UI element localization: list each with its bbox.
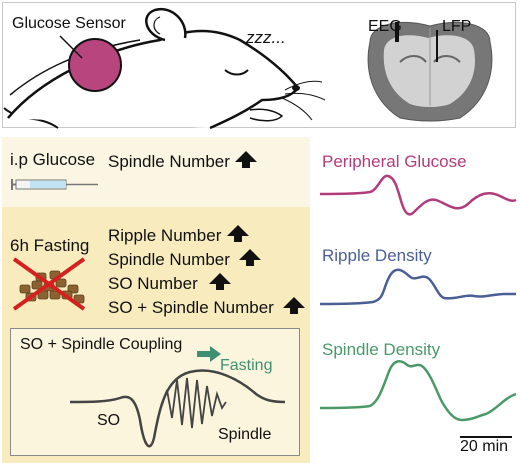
sleep-zzz-label: zzz... [246,28,286,47]
so-spindle-waveform [69,369,286,448]
glucose-sensor-label: Glucose Sensor [12,15,126,32]
trace-ripple-density [319,268,516,306]
glucose-effect-spindle-number: Spindle Number [108,152,230,171]
ip-glucose-label: i.p Glucose [10,150,96,169]
eeg-electrode-icon [395,22,399,42]
trace-peripheral-glucose [319,174,517,216]
coupling-title: SO + Spindle Coupling [20,336,183,353]
trace-label-ripple-density: Ripple Density [322,246,432,265]
trace-label-spindle-density: Spindle Density [322,340,441,359]
syringe-icon [11,179,98,190]
so-label: SO [97,412,121,429]
up-arrow-icon [209,273,231,290]
up-arrow-icon [239,249,261,266]
fasting-effect-so-number: SO Number [108,274,198,293]
fasting-label: 6h Fasting [10,236,90,255]
glucose-sensor-icon [68,38,122,92]
fasting-effect-so-spindle-number: SO + Spindle Number [108,298,274,317]
spindle-label: Spindle [218,426,272,443]
lfp-label: LFP [442,18,472,35]
right-arrow-icon [197,346,221,362]
up-arrow-icon [235,151,257,168]
food-pellets-crossed-icon [12,257,86,311]
up-arrow-icon [227,225,249,242]
lfp-electrode-icon [436,30,438,62]
rat-illustration [3,7,326,130]
trace-spindle-density [319,360,517,422]
coupling-fasting-label: Fasting [220,357,273,374]
scale-bar-label: 20 min [460,438,509,455]
fasting-effect-spindle-number: Spindle Number [108,250,230,269]
eeg-label: EEG [368,18,402,35]
glucose-panel [2,137,310,207]
brain-section-illustration [367,22,493,122]
scale-bar [460,436,512,438]
trace-label-peripheral-glucose: Peripheral Glucose [322,152,467,171]
fasting-effect-ripple-number: Ripple Number [108,226,222,245]
up-arrow-icon [283,297,305,314]
